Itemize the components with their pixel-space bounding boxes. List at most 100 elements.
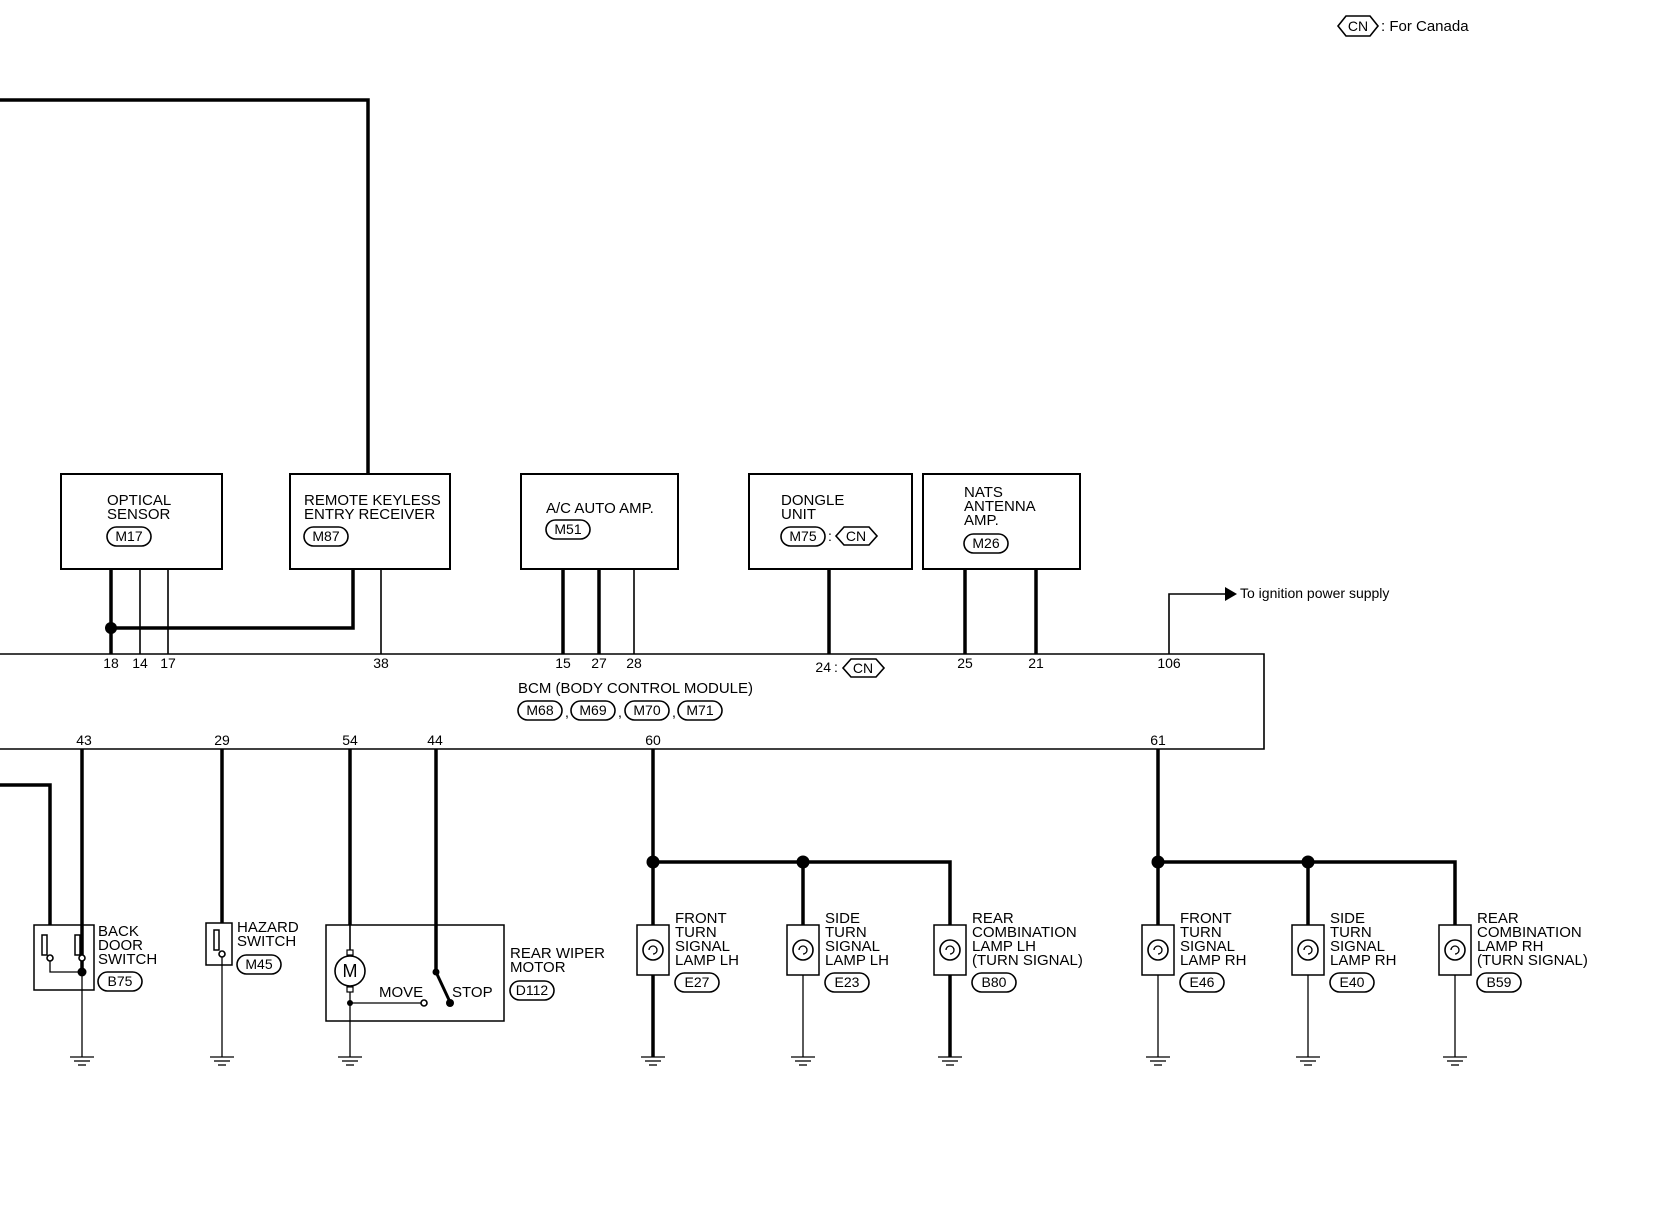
ground-icon (1145, 1056, 1171, 1066)
hazard-switch-box (205, 922, 233, 966)
rear-combination-lamp-lh-connector: B80 (982, 974, 1007, 990)
motor-brush (346, 949, 354, 956)
lamp-filament (945, 945, 955, 955)
bcm: 18 14 17 38 15 27 28 24 : CN 25 21 106 B… (0, 653, 1265, 750)
connector-badge (1476, 972, 1522, 993)
lamp-bulb-icon (792, 939, 814, 961)
side-turn-lamp-lh-line3: SIGNAL (825, 938, 880, 955)
keyless-receiver-box (289, 473, 451, 570)
switch-terminal (420, 999, 428, 1007)
bcm-connector-3: M70 (633, 702, 660, 718)
side-turn-lamp-rh-line4: LAMP RH (1330, 952, 1396, 969)
lamp-bulb-icon (642, 939, 664, 961)
wire-pin-106 (1168, 593, 1227, 654)
pin-17: 17 (160, 655, 176, 671)
keyless-receiver-line2: ENTRY RECEIVER (304, 506, 435, 523)
motor-icon (334, 955, 366, 987)
optical-sensor-line2: SENSOR (107, 506, 171, 523)
optical-sensor-line1: OPTICAL (107, 492, 171, 509)
rh-turn-bus (1158, 860, 1457, 925)
rear-wiper-motor-line2: MOTOR (510, 959, 566, 976)
cn-badge (841, 658, 886, 678)
ground-icon (790, 1056, 816, 1066)
wire-left-to-back-door (0, 783, 52, 925)
rear-combination-lamp-lh-line2: COMBINATION (972, 924, 1077, 941)
rear-wiper-motor: M MOVE STOP REAR WIPER MOTOR D112 (325, 924, 605, 1066)
nats-antenna-amp-line3: AMP. (964, 512, 999, 529)
connector-badge (677, 700, 723, 721)
pin-38: 38 (373, 655, 389, 671)
pin-18: 18 (103, 655, 119, 671)
connector-badge (971, 972, 1017, 993)
pin-25: 25 (957, 655, 973, 671)
ground-icon (937, 1056, 963, 1066)
lamp-bulb-icon (1147, 939, 1169, 961)
splice-node (1301, 855, 1315, 869)
lamp-bulb-icon (939, 939, 961, 961)
rear-combination-lamp-rh-line1: REAR (1477, 910, 1519, 927)
connector-badge (780, 526, 826, 547)
rear-wiper-motor-line1: REAR WIPER (510, 945, 605, 962)
splice-node (1151, 855, 1165, 869)
dongle-unit-line1: DONGLE (781, 492, 844, 509)
bcm-connector-4: M71 (686, 702, 713, 718)
front-turn-lamp-rh: FRONT TURN SIGNAL LAMP RH E46 (1141, 910, 1246, 1066)
front-turn-lamp-lh-connector: E27 (685, 974, 710, 990)
pin-28: 28 (626, 655, 642, 671)
cn-badge (834, 526, 879, 546)
motor-brush (346, 986, 354, 993)
connector-badge (545, 519, 591, 540)
switch-terminal (78, 954, 86, 962)
pin-60: 60 (645, 732, 661, 748)
connector-badge (624, 700, 670, 721)
lamp-filament (798, 945, 808, 955)
ground-icon (337, 1056, 363, 1066)
ground-icon (640, 1056, 666, 1066)
bcm-sep: , (672, 704, 676, 720)
front-turn-lamp-rh-line1: FRONT (1180, 910, 1232, 927)
bcm-sep: , (618, 704, 622, 720)
rear-combination-lamp-rh-line4: (TURN SIGNAL) (1477, 952, 1588, 969)
side-turn-lamp-lh-line4: LAMP LH (825, 952, 889, 969)
front-turn-lamp-lh-line2: TURN (675, 924, 717, 941)
dongle-unit: DONGLE UNIT M75 : CN (748, 473, 913, 570)
front-turn-lamp-lh-line3: SIGNAL (675, 938, 730, 955)
hazard-switch: HAZARD SWITCH M45 (205, 919, 299, 1066)
keyless-receiver-line1: REMOTE KEYLESS (304, 492, 441, 509)
rear-wiper-motor-connector: D112 (516, 982, 549, 998)
side-turn-lamp-lh-connector: E23 (835, 974, 860, 990)
splice-node (77, 967, 87, 977)
lh-turn-bus (653, 860, 952, 925)
connector-badge (509, 980, 555, 1001)
side-turn-lamp-rh-line3: SIGNAL (1330, 938, 1385, 955)
hazard-switch-line1: HAZARD (237, 919, 299, 936)
side-turn-lamp-lh-line2: TURN (825, 924, 867, 941)
top-wire (0, 98, 370, 474)
ac-auto-amp: A/C AUTO AMP. M51 (520, 473, 679, 570)
dongle-unit-connector: M75 (789, 528, 816, 544)
connector-badge (236, 954, 282, 975)
connector-badge (824, 972, 870, 993)
dongle-unit-box (748, 473, 913, 570)
lamp-filament (1153, 945, 1163, 955)
front-turn-lamp-rh-connector: E46 (1190, 974, 1215, 990)
connector-badge (517, 700, 563, 721)
legend-text: : For Canada (1381, 18, 1469, 35)
pin-24-cn: CN (853, 660, 873, 676)
back-door-switch-connector: B75 (108, 973, 133, 989)
splice-node (796, 855, 810, 869)
switch-link (49, 961, 82, 973)
connector-badge (106, 526, 152, 547)
back-door-switch-line3: SWITCH (98, 951, 157, 968)
ground-icon (1295, 1056, 1321, 1066)
side-turn-lamp-rh-connector: E40 (1340, 974, 1365, 990)
switch-pivot (432, 968, 440, 976)
lamp-filament (648, 945, 658, 955)
rear-combination-lamp-lh: REAR COMBINATION LAMP LH (TURN SIGNAL) B… (933, 910, 1083, 1066)
dongle-unit-cn: CN (846, 528, 866, 544)
hazard-switch-line2: SWITCH (237, 933, 296, 950)
optical-sensor-box (60, 473, 223, 570)
nats-antenna-amp-connector: M26 (972, 535, 999, 551)
optical-sensor: OPTICAL SENSOR M17 (60, 473, 223, 570)
rear-combination-lamp-lh-line1: REAR (972, 910, 1014, 927)
